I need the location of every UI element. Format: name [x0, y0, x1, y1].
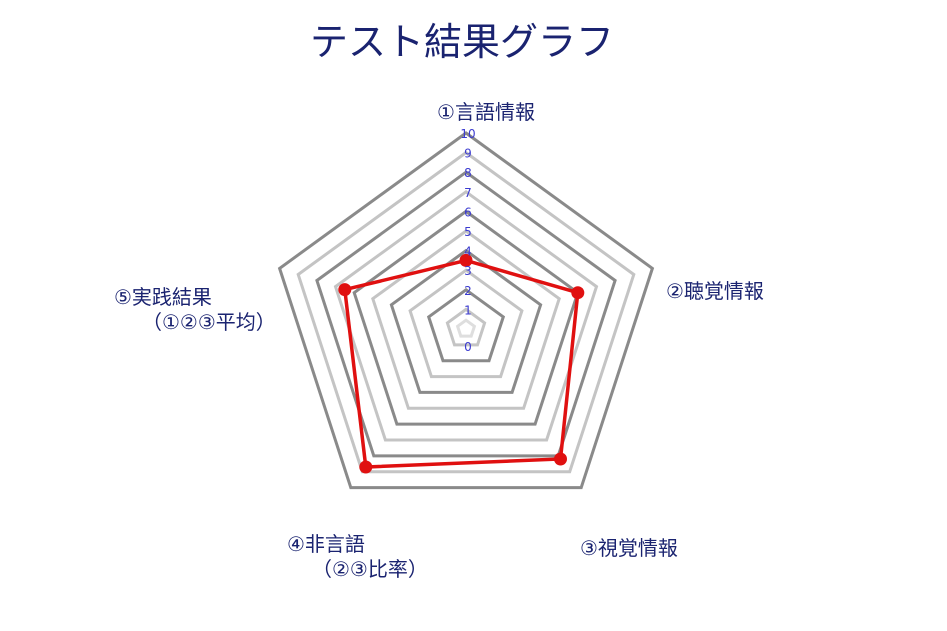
- tick-label-7: 7: [464, 186, 472, 200]
- axis-label-4-line-2: （②③比率）: [312, 557, 428, 581]
- axis-label-2: ②聴覚情報: [666, 279, 764, 303]
- grid-ring-4: [389, 248, 543, 394]
- series-line-0: [342, 258, 580, 469]
- grid-ring-2: [426, 287, 506, 363]
- axis-label-5: ⑤実践結果（①②③平均）: [114, 285, 276, 334]
- grid-ring-3: [408, 268, 524, 379]
- axis-label-4-line-1: ④非言語: [287, 532, 365, 556]
- axis-label-3-line-1: ③視覚情報: [580, 536, 678, 560]
- series-point-3: [359, 460, 373, 474]
- grid-ring-5: [371, 229, 561, 410]
- tick-label-6: 6: [464, 205, 472, 219]
- series-point-0: [459, 253, 473, 267]
- axis-label-1: ①言語情報: [437, 100, 535, 124]
- grid-ring-9: [296, 150, 636, 474]
- series-layer: [338, 253, 585, 474]
- tick-label-2: 2: [464, 284, 472, 298]
- grid-ring-7: [333, 189, 599, 442]
- chart-title: テスト結果グラフ: [310, 20, 614, 64]
- axis-label-5-line-2: （①②③平均）: [142, 310, 276, 334]
- axis-label-1-line-1: ①言語情報: [437, 100, 535, 124]
- tick-label-4: 4: [464, 245, 472, 259]
- grid-ring-10: [277, 131, 655, 490]
- grid-ring-8: [315, 170, 617, 458]
- tick-label-3: 3: [464, 264, 472, 278]
- series-point-2: [554, 452, 567, 466]
- grid-ring-1: [445, 307, 487, 347]
- tick-label-5: 5: [464, 225, 472, 239]
- grid-ring-center: [455, 318, 477, 338]
- axis-label-4: ④非言語（②③比率）: [287, 532, 428, 581]
- tick-label-8: 8: [464, 166, 472, 180]
- grid-ring-6: [352, 209, 580, 426]
- axis-label-3: ③視覚情報: [580, 536, 678, 560]
- axis-label-layer: ①言語情報 ②聴覚情報 ③視覚情報 ④非言語（②③比率） ⑤実践結果（①②③平均）: [114, 100, 764, 581]
- grid-layer: [277, 131, 655, 490]
- tick-label-0: 0: [464, 340, 472, 354]
- axis-label-5-line-1: ⑤実践結果: [114, 285, 212, 309]
- series-point-4: [338, 283, 352, 297]
- tick-label-9: 9: [464, 147, 472, 161]
- tick-label-1: 1: [464, 303, 472, 317]
- tick-label-10: 10: [460, 127, 475, 141]
- series-point-1: [571, 286, 585, 300]
- axis-label-2-line-1: ②聴覚情報: [666, 279, 764, 303]
- tick-layer: 0 1 2 3 4 5 6 7 8 9 10: [460, 127, 475, 354]
